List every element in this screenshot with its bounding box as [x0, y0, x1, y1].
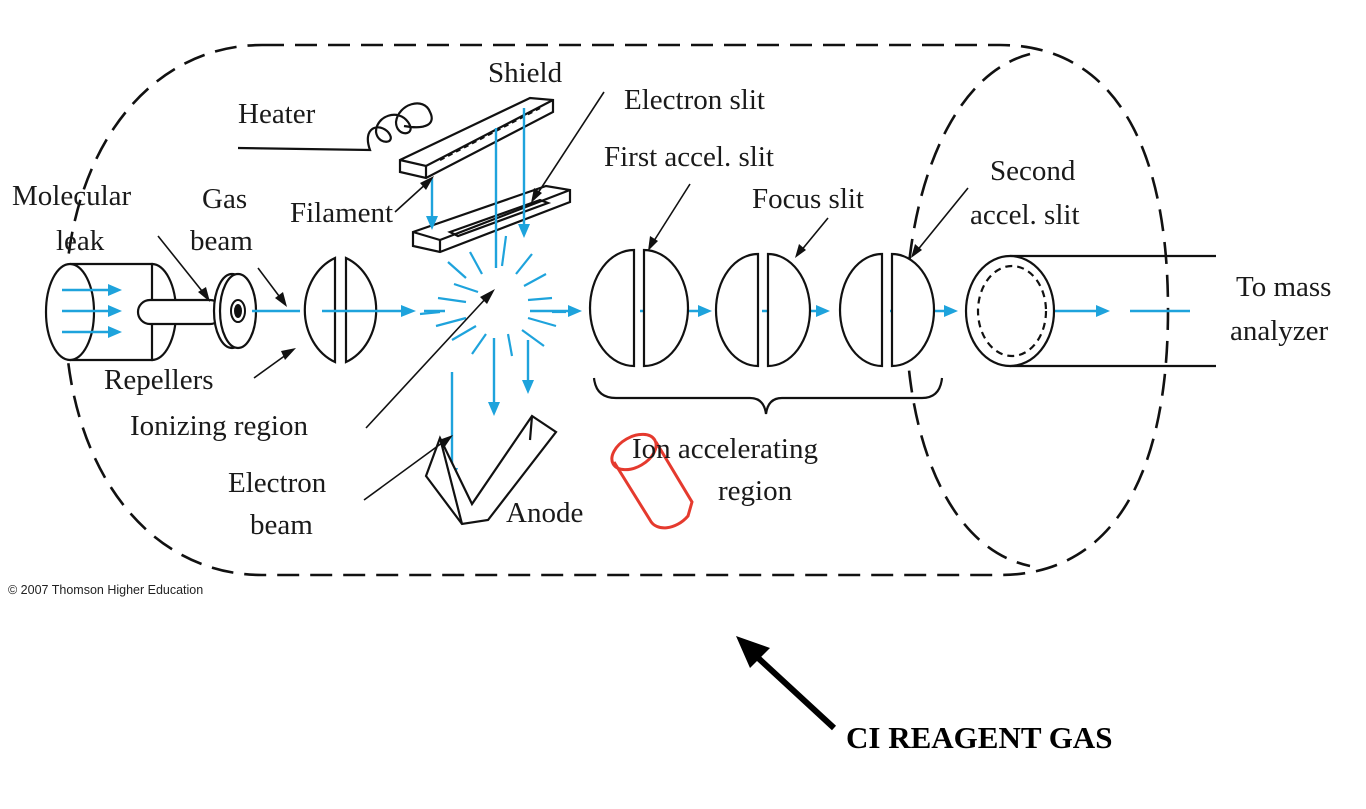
anode: [424, 414, 558, 526]
second-accel-slit: [838, 252, 936, 368]
label-focus-slit: Focus slit: [752, 183, 864, 215]
label-leak: leak: [56, 225, 105, 257]
label-repellers: Repellers: [104, 364, 214, 396]
label-molecular: Molecular: [12, 180, 132, 212]
leader-lines: [157, 91, 969, 501]
label-heater: Heater: [238, 98, 316, 130]
label-gas: Gas: [202, 183, 247, 215]
region-brace: [592, 377, 944, 415]
electron-slit-plate: [411, 184, 572, 254]
label-ionizing-region: Ionizing region: [130, 410, 308, 442]
electron-beams: [426, 108, 534, 482]
ci-reagent-gas-label: CI REAGENT GAS: [846, 720, 1112, 755]
label-filament: Filament: [290, 197, 393, 229]
label-second: Second: [990, 155, 1076, 187]
label-electron-beam: beam: [250, 509, 313, 541]
focus-slit: [714, 252, 812, 368]
heater-coil: [237, 102, 433, 152]
chamber-outline: [63, 43, 1170, 577]
shield: [398, 96, 555, 180]
gas-beam-nozzle: [212, 272, 258, 350]
label-anode: Anode: [506, 497, 583, 529]
label-first-accel-slit: First accel. slit: [604, 141, 774, 173]
label-region: region: [718, 475, 793, 507]
label-to-mass: To mass: [1236, 271, 1331, 303]
label-electron-slit: Electron slit: [624, 84, 765, 116]
label-ion-accelerating: Ion accelerating: [632, 433, 818, 465]
label-analyzer: analyzer: [1230, 315, 1329, 347]
ci-reagent-arrow: [736, 636, 837, 731]
label-shield: Shield: [488, 57, 563, 89]
label-accel-slit: accel. slit: [970, 199, 1080, 231]
reagent-inlet-marker: [610, 432, 694, 530]
label-electron: Electron: [228, 467, 327, 499]
copyright-notice: © 2007 Thomson Higher Education: [8, 583, 203, 597]
exit-tube: [964, 254, 1216, 368]
ionizing-burst: [419, 235, 566, 357]
gas-inlet-arrows: [62, 284, 122, 338]
label-gas-beam: beam: [190, 225, 253, 257]
first-accel-slit: [588, 248, 690, 368]
